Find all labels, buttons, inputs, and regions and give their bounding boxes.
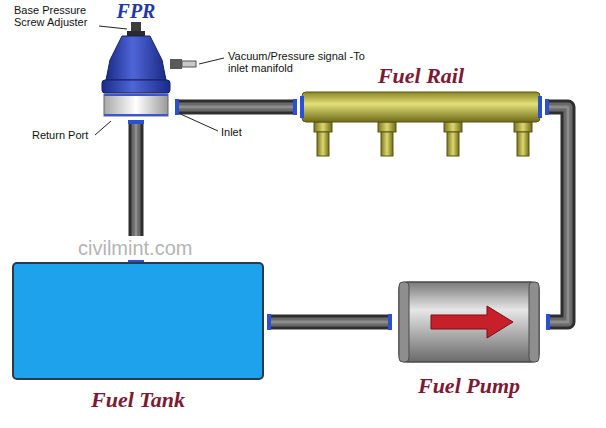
pipe-coupling bbox=[175, 99, 179, 115]
fuel-pipe bbox=[267, 322, 392, 323]
pipe-coupling bbox=[267, 314, 271, 330]
leader-lines bbox=[95, 26, 224, 135]
vacuum-nipple bbox=[170, 59, 196, 69]
fuel-tank: Fuel Tank bbox=[9, 262, 267, 422]
pipe-coupling bbox=[546, 314, 550, 330]
node-title: Fuel Rail bbox=[297, 64, 545, 88]
fuel-rail: Fuel Rail bbox=[297, 60, 545, 160]
pipe-coupling bbox=[293, 99, 297, 115]
pipe-coupling bbox=[545, 99, 549, 115]
pipe-coupling bbox=[128, 120, 144, 124]
fuel-pressure-regulator: FPR bbox=[97, 0, 175, 120]
fuel-pipe bbox=[545, 107, 568, 322]
part-label: Base Pressure Screw Adjuster bbox=[14, 4, 98, 28]
fuel-pump: Fuel Pump bbox=[392, 280, 546, 410]
node-title: Fuel Tank bbox=[9, 388, 267, 412]
fuel-pipe bbox=[175, 107, 297, 108]
node-title: FPR bbox=[97, 0, 175, 22]
watermark: civilmint.com bbox=[76, 236, 194, 260]
signal-label: Vacuum/Pressure signal -To inlet manifol… bbox=[228, 50, 370, 74]
pipe-coupling bbox=[388, 314, 392, 330]
node-title: Fuel Pump bbox=[392, 374, 546, 398]
port-label: Inlet bbox=[221, 126, 242, 138]
port-label: Return Port bbox=[32, 129, 88, 141]
